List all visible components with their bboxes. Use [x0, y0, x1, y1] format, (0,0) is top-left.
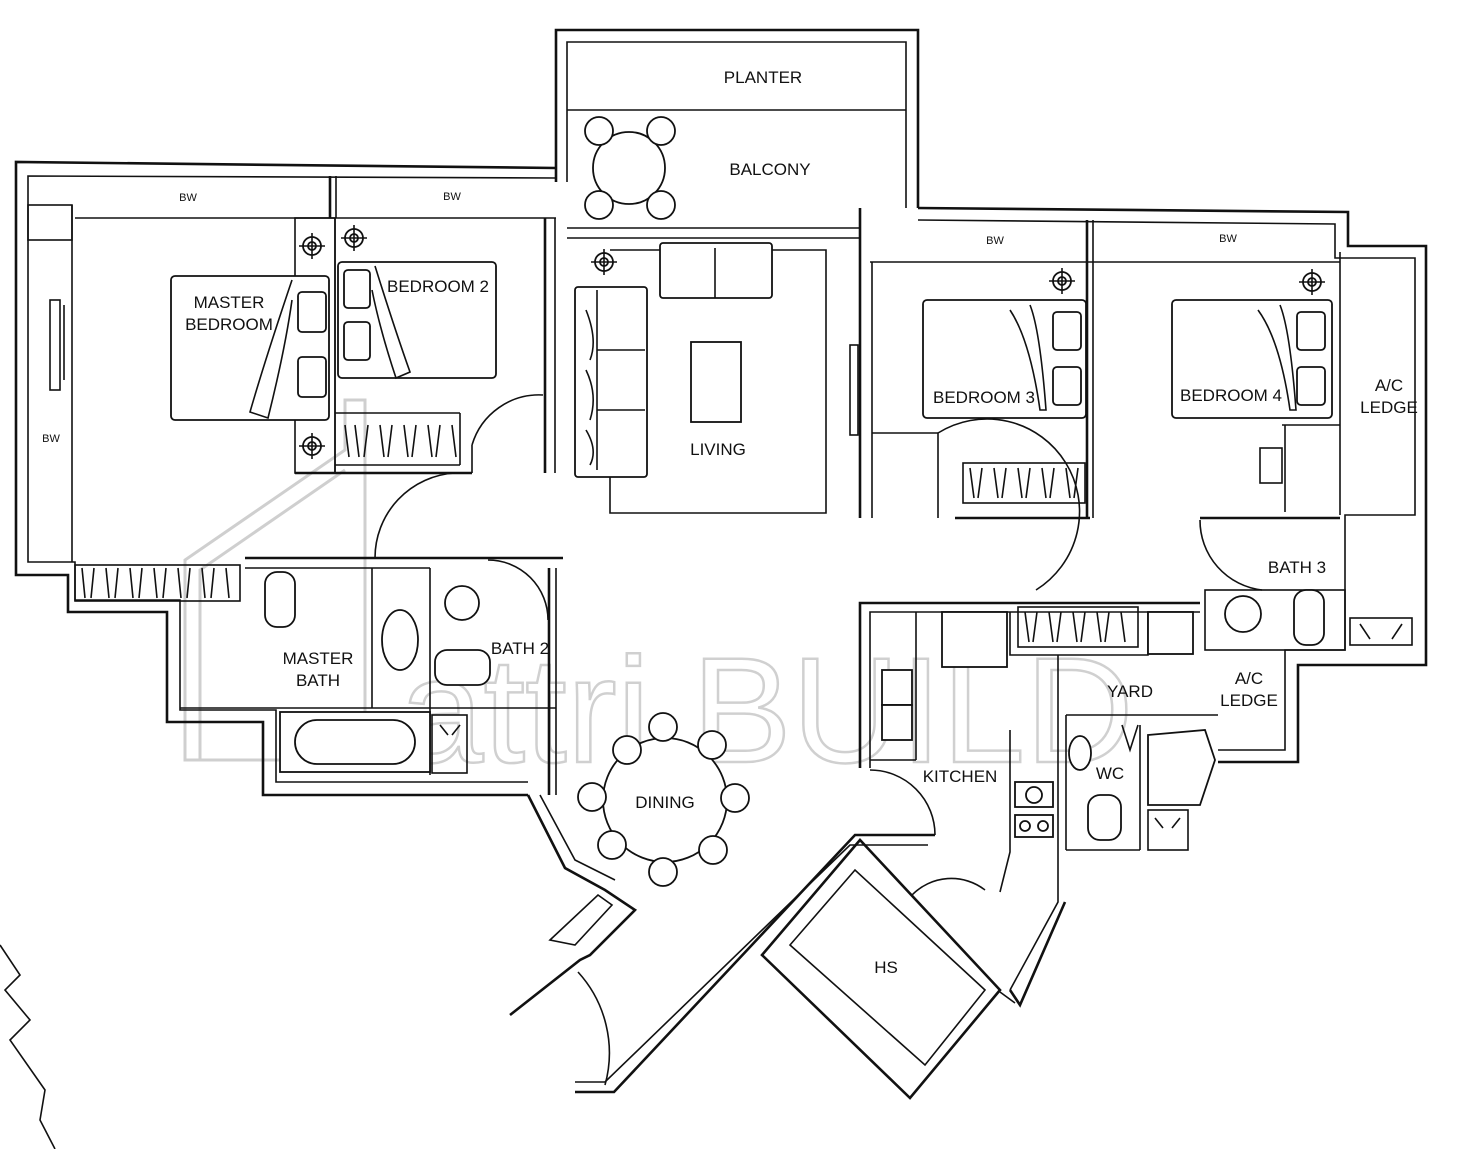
ac-ledge-bottom-label-line1: A/C	[1235, 669, 1263, 688]
wardrobe-hatch	[74, 424, 1139, 648]
bedroom4-bed-icon	[1171, 299, 1333, 419]
wc-label: WC	[1096, 764, 1124, 783]
bath2-label: BATH 2	[491, 639, 549, 658]
bedroom3-label: BEDROOM 3	[933, 388, 1035, 407]
ac-ledge-top-label-line1: A/C	[1375, 376, 1403, 395]
bath3-area	[1204, 589, 1413, 651]
bw-bedroom3-label: BW	[986, 235, 1004, 247]
bedroom2-bed-icon	[337, 261, 497, 380]
balcony-table-icon	[584, 116, 676, 220]
yard-label: YARD	[1107, 682, 1153, 701]
balcony-label: BALCONY	[729, 160, 810, 179]
right-wing-walls	[858, 206, 1428, 764]
bedroom4-label: BEDROOM 4	[1180, 386, 1282, 405]
window-bedroom3-icon	[849, 344, 859, 436]
watermark-text: attri.BUILD	[400, 626, 1134, 794]
ac-ledge-bottom-label-line2: LEDGE	[1220, 691, 1278, 710]
bw-bedroom4-label: BW	[1219, 233, 1237, 245]
lower-diagonal-walls	[509, 794, 1067, 1100]
living-label: LIVING	[690, 440, 746, 459]
hs-label: HS	[874, 958, 898, 977]
master-bedroom-label-line1: MASTER	[194, 293, 265, 312]
ac-ledge-top-label-line2: LEDGE	[1360, 398, 1418, 417]
watermark-logo: attri.BUILD	[183, 398, 1135, 795]
bw-left-label: BW	[42, 433, 60, 445]
master-bath-bath2	[180, 556, 563, 795]
edge-marks	[0, 944, 56, 1149]
master-bath-label-line2: BATH	[296, 671, 340, 690]
doors	[374, 394, 1263, 1086]
bedroom2-label: BEDROOM 2	[387, 277, 489, 296]
window-left-icon	[49, 299, 65, 391]
planter-label: PLANTER	[724, 68, 802, 87]
room-labels: PLANTER BALCONY MASTER BEDROOM BEDROOM 2…	[42, 68, 1418, 977]
bedroom3-bed-icon	[922, 299, 1087, 419]
master-bed-icon	[170, 275, 330, 421]
dining-label: DINING	[635, 793, 695, 812]
bw-master-label: BW	[179, 192, 197, 204]
living-room	[574, 242, 827, 514]
planter-balcony	[554, 28, 920, 239]
dining-table-icon	[577, 712, 750, 887]
master-bedroom-label-line2: BEDROOM	[185, 315, 273, 334]
kitchen-label: KITCHEN	[923, 767, 998, 786]
kitchen-yard-wc	[858, 601, 1218, 991]
master-bath-label-line1: MASTER	[283, 649, 354, 668]
lamp-icons	[299, 225, 1325, 459]
bath3-label: BATH 3	[1268, 558, 1326, 577]
bw-bedroom2-label: BW	[443, 191, 461, 203]
